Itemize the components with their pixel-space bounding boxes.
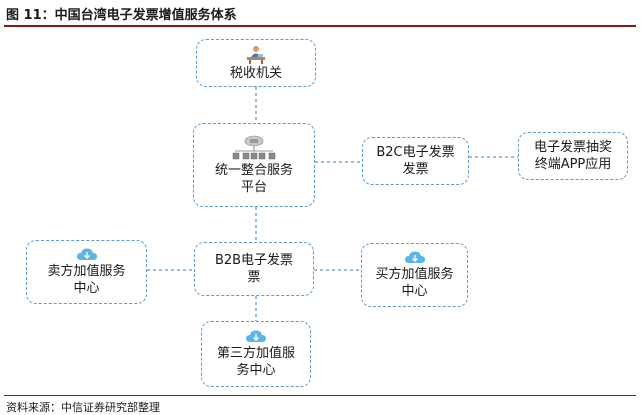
integrated-platform-label-line2: 平台 (240, 180, 267, 195)
seller-vas-center-label-line2: 中心 (73, 281, 100, 296)
b2b-einvoice-label-line2: 票 (247, 270, 261, 285)
source-rule (4, 395, 636, 396)
network-servers-icon (232, 135, 276, 160)
lottery-app-label-line2: 终端APP应用 (534, 157, 612, 172)
buyer-vas-center-label-line1: 买方加值服务 (375, 267, 454, 282)
b2b-einvoice-node: B2B电子发票 票 (194, 242, 314, 296)
thirdparty-vas-center-node: 第三方加值服 务中心 (201, 321, 311, 387)
b2b-einvoice-label-line1: B2B电子发票 (214, 253, 294, 268)
buyer-vas-center-label-line2: 中心 (401, 284, 428, 299)
title-rule (4, 25, 636, 27)
seller-vas-center-label-line1: 卖方加值服务 (47, 264, 126, 279)
seller-vas-center-node: 卖方加值服务 中心 (26, 240, 147, 304)
integrated-platform-label-line1: 统一整合服务 (214, 163, 293, 178)
tax-authority-label: 税收机关 (229, 65, 282, 81)
figure-title: 图 11：中国台湾电子发票增值服务体系 (6, 8, 237, 23)
lottery-app-label-line1: 电子发票抽奖 (533, 140, 612, 155)
cloud-download-icon (246, 330, 266, 342)
thirdparty-vas-center-label-line2: 务中心 (236, 363, 276, 378)
source-note: 资料来源：中信证券研究部整理 (6, 401, 160, 414)
b2c-einvoice-label-line2: 发票 (402, 162, 429, 177)
lottery-app-node: 电子发票抽奖 终端APP应用 (518, 132, 628, 180)
person-at-desk-icon (247, 45, 265, 64)
tax-authority-node: 税收机关 (196, 39, 316, 87)
integrated-platform-node: 统一整合服务 平台 (193, 123, 315, 207)
buyer-vas-center-node: 买方加值服务 中心 (361, 243, 468, 307)
b2c-einvoice-label-line1: B2C电子发票 (376, 145, 455, 160)
cloud-download-icon (404, 251, 425, 263)
thirdparty-vas-center-label-line1: 第三方加值服 (216, 346, 295, 361)
cloud-download-icon (76, 248, 97, 260)
b2c-einvoice-node: B2C电子发票 发票 (362, 137, 469, 185)
